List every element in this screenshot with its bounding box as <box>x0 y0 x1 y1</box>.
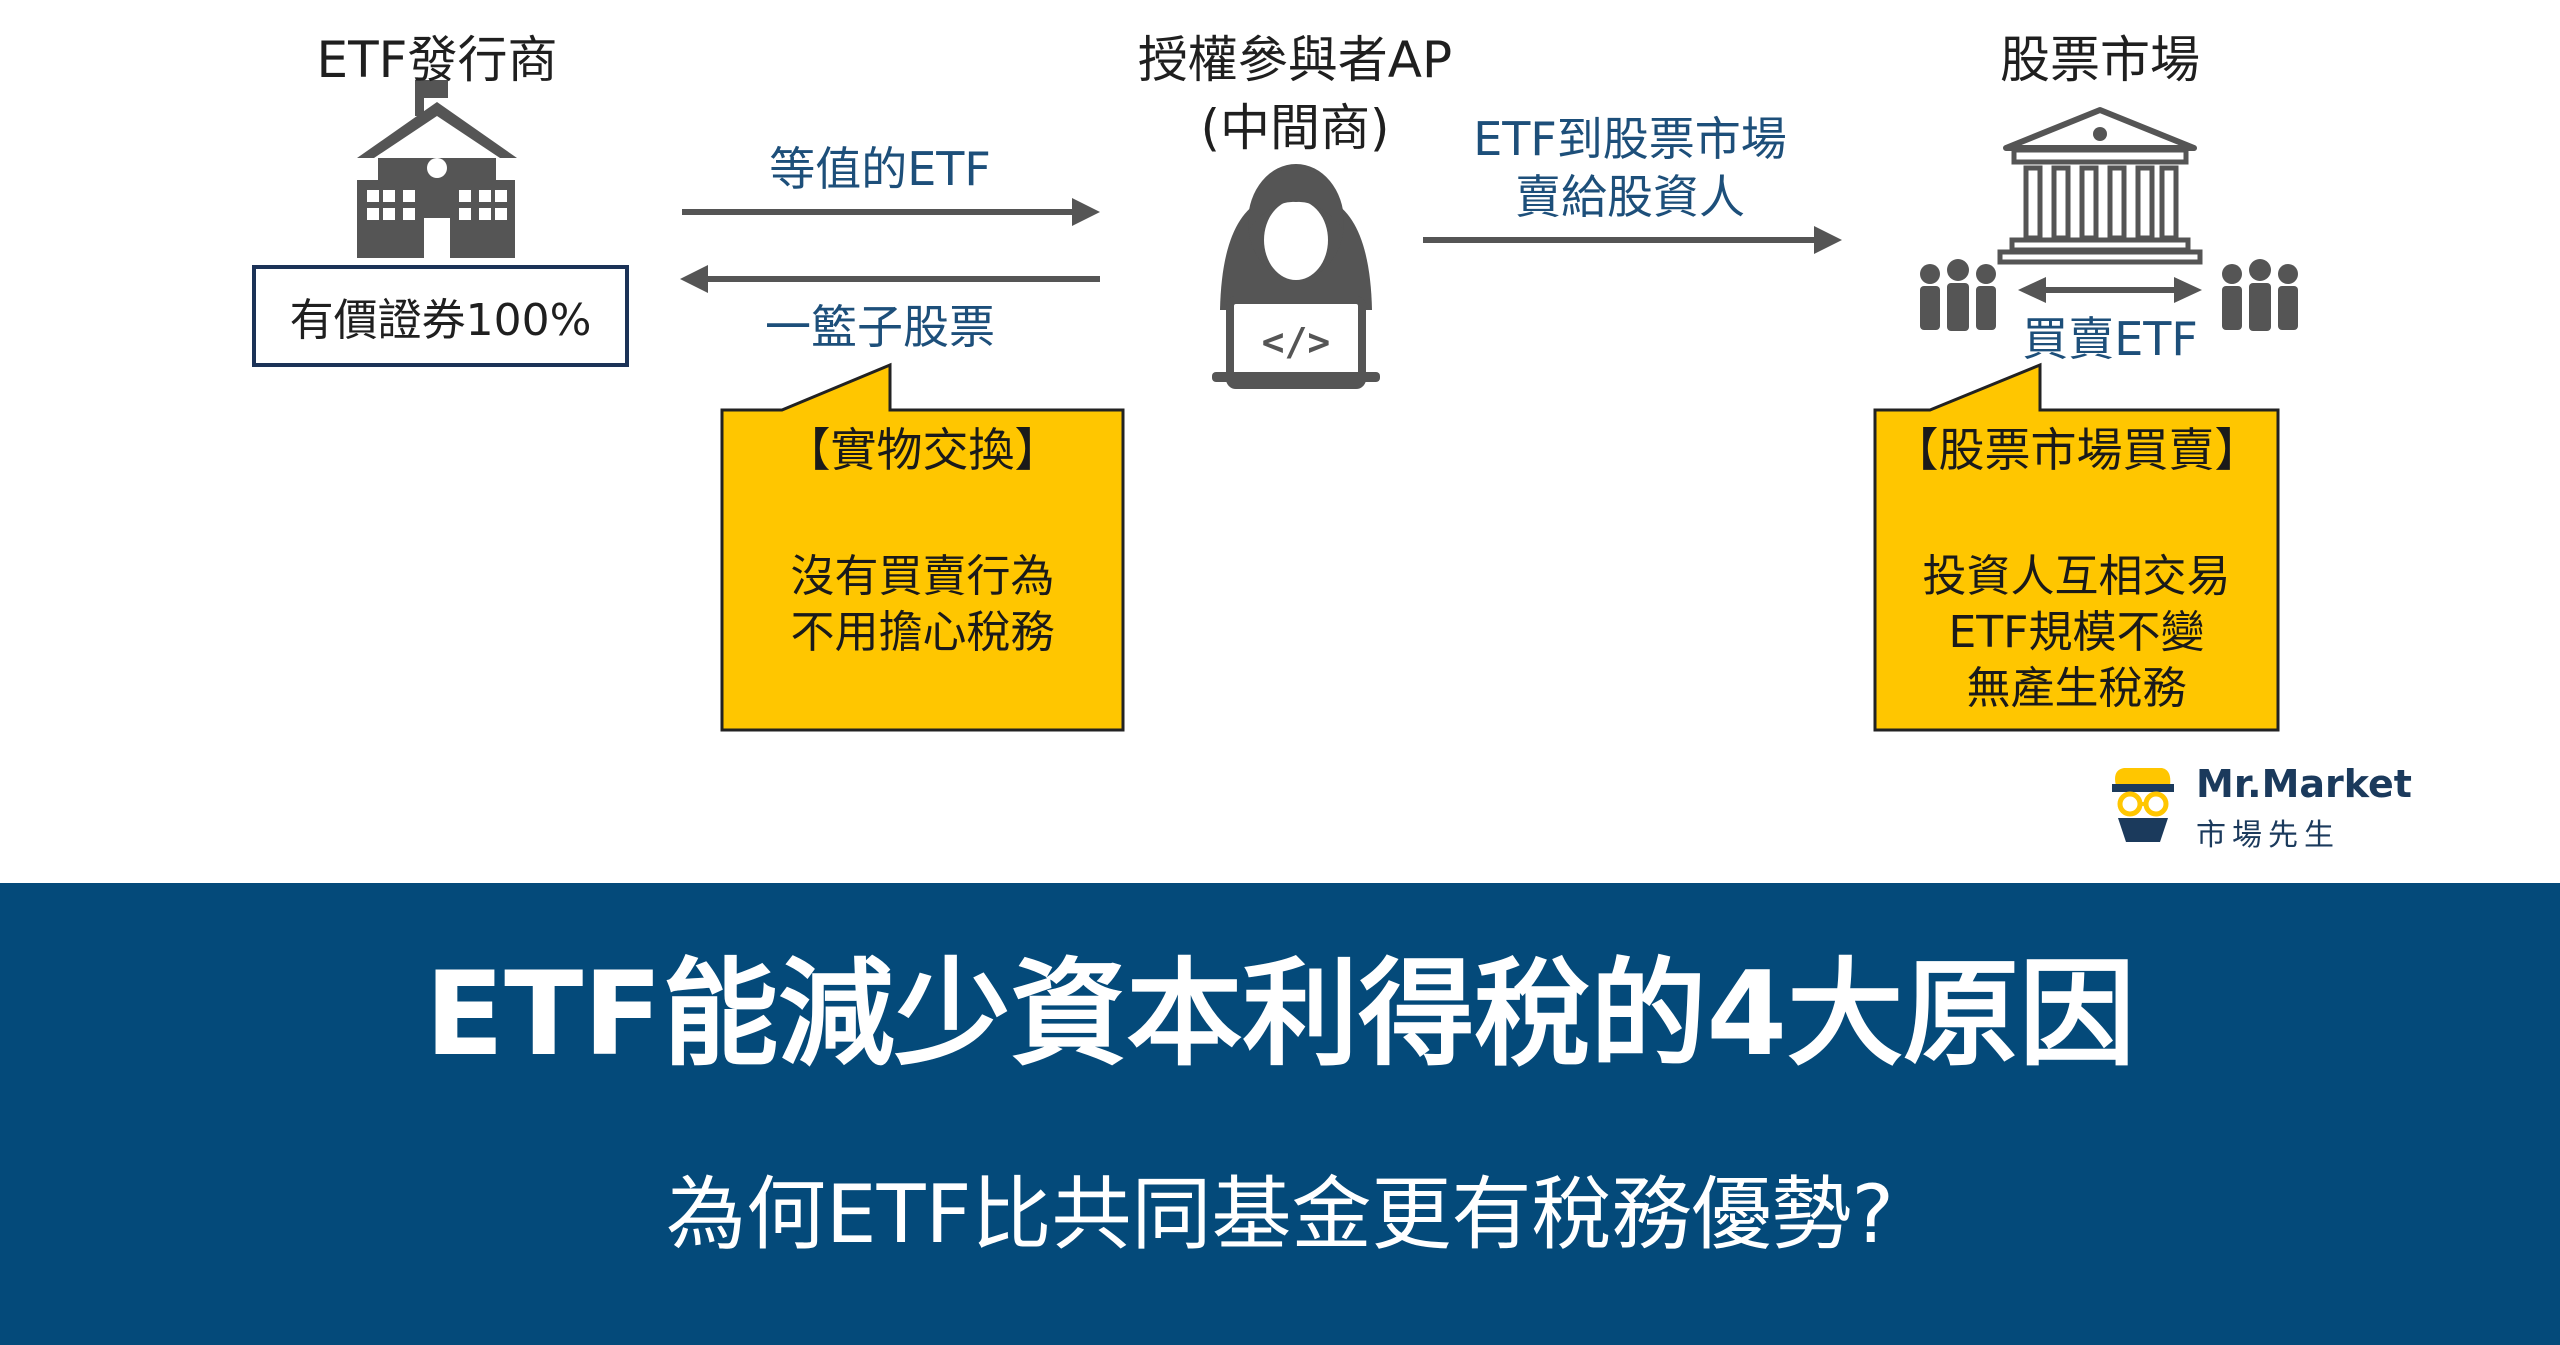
issuer-title: ETF發行商 <box>316 31 558 89</box>
arrow-issuer-to-ap-stocks <box>680 265 1100 293</box>
callout-left-title: 【實物交換】 <box>784 423 1061 477</box>
banner-subtitle: 為何ETF比共同基金更有稅務優勢? <box>666 1168 1894 1261</box>
svg-text:</>: </> <box>1262 320 1331 364</box>
label-sell-to-investors: 賣給股資人 <box>1515 170 1745 224</box>
stock-exchange-building-icon <box>1997 107 2203 265</box>
label-equivalent-etf: 等值的ETF <box>769 142 991 196</box>
investor-group-left-icon <box>1920 259 1996 331</box>
ap-subtitle: (中間商) <box>1200 99 1390 157</box>
label-basket-of-stocks: 一籃子股票 <box>765 300 995 354</box>
callout-right-title: 【股票市場買賣】 <box>1892 423 2261 477</box>
callout-left-shape <box>720 362 1125 732</box>
mr-market-logo-icon <box>2112 768 2174 842</box>
brand-name: Mr.Market <box>2196 762 2412 806</box>
school-building-icon <box>357 80 517 258</box>
investor-group-right-icon <box>2222 259 2298 331</box>
diagram-canvas: </> <box>357 80 2298 842</box>
callout-left-line1: 沒有買賣行為 <box>790 551 1055 602</box>
label-trade-etf: 買賣ETF <box>2022 312 2198 366</box>
brand-subtitle: 市場先生 <box>2196 818 2340 853</box>
arrow-ap-to-market <box>1423 226 1842 254</box>
callout-right-line1: 投資人互相交易 <box>1922 551 2231 602</box>
callout-right-shape <box>1873 362 2280 732</box>
title-banner <box>0 883 2560 1345</box>
ap-title: 授權參與者AP <box>1137 31 1453 89</box>
issuer-holdings-text: 有價證券100% <box>289 295 592 346</box>
issuer-holdings-box: 有價證券100% <box>252 265 629 367</box>
callout-right-line3: 無產生稅務 <box>1966 663 2187 714</box>
label-etf-to-market: ETF到股票市場 <box>1473 112 1787 166</box>
arrow-ap-to-issuer-etf <box>682 198 1100 226</box>
callout-right-line2: ETF規模不變 <box>1948 607 2205 658</box>
arrow-investor-trade <box>2018 277 2202 303</box>
market-title: 股票市場 <box>2000 31 2200 89</box>
banner-title: ETF能減少資本利得稅的4大原因 <box>424 947 2136 1082</box>
callout-left-line2: 不用擔心稅務 <box>790 607 1055 658</box>
developer-person-icon: </> <box>1212 164 1380 389</box>
